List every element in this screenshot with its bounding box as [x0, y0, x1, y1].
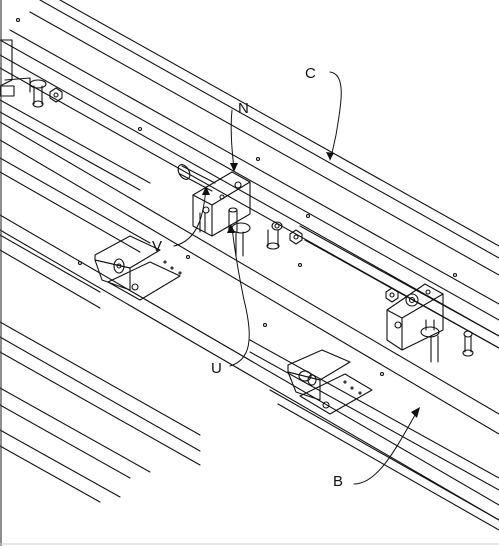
callout-n-label: N: [238, 100, 249, 117]
nut-top-left: [49, 87, 63, 103]
leader-n: [230, 109, 235, 171]
corner-bracket-top-left: [0, 39, 31, 97]
mounting-holes: [15, 17, 458, 395]
leader-u: [229, 227, 250, 367]
callout-b-label: B: [333, 473, 344, 490]
bolt-far-right: [462, 330, 474, 357]
leader-b: [353, 409, 419, 485]
nut-right-of-n: [289, 229, 303, 245]
clamp-block-n: [192, 171, 251, 237]
lower-left-bracket: [94, 235, 181, 301]
callout-v-label: V: [152, 238, 163, 255]
nut-right-clamp: [385, 287, 399, 303]
bolt-horizontal-n: [177, 164, 216, 192]
washer-bolt-right-of-n: [266, 221, 283, 250]
callout-u-label: U: [211, 360, 222, 377]
clamp-block-right: [386, 283, 444, 363]
arrowhead-n: [230, 163, 238, 172]
upper-rail-system: [0, 0, 499, 531]
callout-c-label: C: [305, 65, 316, 82]
arrowhead-v: [202, 186, 210, 195]
main-beam-b: [0, 121, 499, 521]
arrowhead-c: [326, 152, 334, 160]
leader-v: [173, 187, 207, 247]
arrowhead-u: [227, 224, 235, 233]
leader-arrowheads: [202, 152, 420, 418]
leader-lines: [173, 71, 419, 485]
bolt-top-left: [29, 79, 47, 108]
leader-c: [329, 71, 342, 161]
arrowhead-b: [411, 407, 420, 418]
lower-center-bracket: [287, 349, 373, 415]
